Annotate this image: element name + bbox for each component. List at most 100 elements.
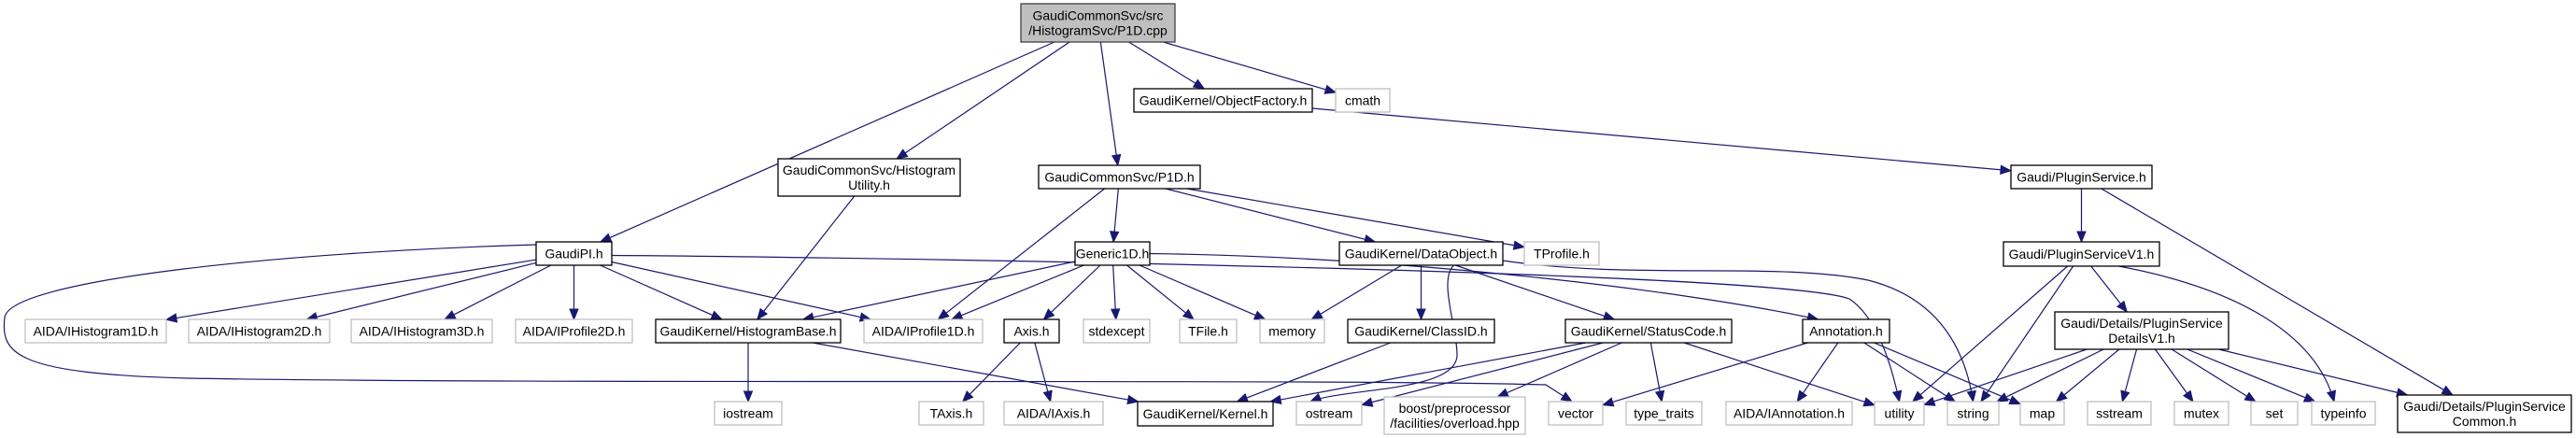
node-label: AIDA/IAnnotation.h xyxy=(1734,406,1845,421)
node-box xyxy=(1335,88,1391,113)
edges-layer xyxy=(3,41,2455,407)
node-stdexcept: stdexcept xyxy=(1083,318,1151,344)
node-label: mutex xyxy=(2184,406,2219,421)
edge-gaudipi-to-vector xyxy=(3,244,1573,403)
edge-gaudipi-to-ihist2d xyxy=(315,261,537,318)
arrowhead-histutil xyxy=(896,148,909,160)
node-p1dh[interactable]: GaudiCommonSvc/P1D.h xyxy=(1038,164,1201,190)
arrowhead-utility xyxy=(1862,397,1876,407)
node-label: TFile.h xyxy=(1188,324,1228,339)
node-box xyxy=(1295,401,1363,426)
arrowhead-typeinfo xyxy=(2326,389,2337,403)
edge-statuscode-to-boost xyxy=(1506,342,1622,394)
node-label: cmath xyxy=(1345,93,1380,108)
node-ihist1d: AIDA/IHistogram1D.h xyxy=(24,318,167,344)
node-root[interactable]: GaudiCommonSvc/src/HistogramSvc/P1D.cpp xyxy=(1020,3,1176,43)
node-label: utility xyxy=(1885,406,1915,421)
node-pluginsvc[interactable]: Gaudi/PluginService.h xyxy=(2010,164,2153,190)
node-statuscode[interactable]: GaudiKernel/StatusCode.h xyxy=(1564,318,1733,344)
node-box xyxy=(1946,401,2000,426)
node-label: stdexcept xyxy=(1089,324,1145,339)
arrowhead-map xyxy=(2008,395,2022,405)
node-dataobject[interactable]: GaudiKernel/DataObject.h xyxy=(1338,241,1504,266)
node-label: GaudiKernel/ObjectFactory.h xyxy=(1139,93,1308,108)
arrowhead-map xyxy=(2055,390,2068,403)
arrowhead-generic1d xyxy=(1109,231,1120,244)
edge-gaudipi-to-ihist3d xyxy=(452,264,552,316)
edge-annotation-to-string xyxy=(1863,342,1948,398)
node-box xyxy=(2003,241,2160,267)
node-ihist2d: AIDA/IHistogram2D.h xyxy=(188,318,331,344)
edge-statuscode-to-typetraits xyxy=(1649,342,1661,393)
edge-generic1d-to-annotation xyxy=(1149,252,1819,320)
node-axis[interactable]: Axis.h xyxy=(1003,318,1060,344)
node-label: Axis.h xyxy=(1013,324,1049,339)
node-box xyxy=(1874,401,1925,426)
node-label: sstream xyxy=(2096,406,2143,421)
node-map: map xyxy=(2019,401,2065,426)
arrowhead-kernel xyxy=(1126,394,1139,405)
node-box xyxy=(1020,3,1176,43)
node-classid[interactable]: GaudiKernel/ClassID.h xyxy=(1347,318,1495,344)
edge-histbase-to-kernel xyxy=(813,342,1129,401)
node-kernel[interactable]: GaudiKernel/Kernel.h xyxy=(1137,401,1274,427)
node-histbase[interactable]: GaudiKernel/HistogramBase.h xyxy=(655,318,842,344)
node-label: Generic1D.h xyxy=(1076,247,1150,261)
arrowhead-typetraits xyxy=(1654,389,1665,403)
arrowhead-string xyxy=(1995,392,2009,403)
node-box xyxy=(1548,401,1604,426)
edge-pluginsvcv1-to-utility xyxy=(1918,265,2069,396)
edge-dataobject-to-memory xyxy=(1319,264,1403,316)
node-sstream: sstream xyxy=(2087,401,2152,426)
edge-pluginsvcv1-to-detailsv1 xyxy=(2090,265,2122,305)
arrowhead-iannotation xyxy=(1796,389,1808,403)
arrowhead-taxis xyxy=(961,390,974,403)
node-label: GaudiKernel/HistogramBase.h xyxy=(659,324,836,339)
arrowhead-kernel xyxy=(1236,392,1250,403)
node-label: Annotation.h xyxy=(1809,324,1883,339)
node-generic1d[interactable]: Generic1D.h xyxy=(1074,241,1151,266)
arrowhead-iprofile1d xyxy=(950,310,964,320)
arrowhead-classid xyxy=(1416,308,1426,321)
node-iprofile1d: AIDA/IProfile1D.h xyxy=(863,318,984,344)
node-objfactory[interactable]: GaudiKernel/ObjectFactory.h xyxy=(1133,88,1313,113)
node-box xyxy=(24,318,167,344)
arrowhead-string xyxy=(1980,389,1991,403)
node-box xyxy=(918,401,984,426)
edge-statuscode-to-kernel xyxy=(1279,342,1587,401)
node-label: Gaudi/PluginService.h xyxy=(2017,170,2146,185)
node-box xyxy=(188,318,331,344)
edge-p1dh-to-iprofile1d xyxy=(944,188,1105,315)
arrowhead-common xyxy=(2441,385,2455,396)
node-pluginsvcv1[interactable]: Gaudi/PluginServiceV1.h xyxy=(2003,241,2160,267)
edge-detailsv1-to-typeinfo xyxy=(2187,348,2307,399)
node-typeinfo: typeinfo xyxy=(2311,401,2376,426)
node-gaudipi[interactable]: GaudiPI.h xyxy=(535,241,613,266)
arrowhead-utility xyxy=(1911,390,1924,403)
node-label: GaudiKernel/Kernel.h xyxy=(1143,406,1268,421)
edge-generic1d-to-histbase xyxy=(812,261,1076,318)
arrowhead-detailsv1 xyxy=(2116,300,2129,314)
node-label: Common.h xyxy=(2453,414,2516,429)
node-box xyxy=(1802,318,1890,344)
node-label: type_traits xyxy=(1634,406,1694,421)
edge-dataobject-to-ostream xyxy=(1309,264,1458,403)
edge-detailsv1-to-sstream xyxy=(2124,348,2138,393)
node-box xyxy=(2019,401,2065,426)
arrowhead-memory xyxy=(1310,309,1323,320)
node-label: iostream xyxy=(723,406,773,421)
node-ostream: ostream xyxy=(1295,401,1363,426)
node-box xyxy=(2054,311,2229,350)
node-box xyxy=(535,241,613,266)
node-label: memory xyxy=(1268,324,1316,339)
node-label: boost/preprocessor xyxy=(1399,401,1511,416)
node-annotation[interactable]: Annotation.h xyxy=(1802,318,1890,344)
edge-detailsv1-to-utility xyxy=(1932,348,2088,403)
node-label: map xyxy=(2030,406,2055,421)
arrowhead-iprofile2d xyxy=(569,308,579,321)
edge-axis-to-iaxis xyxy=(1034,342,1049,393)
